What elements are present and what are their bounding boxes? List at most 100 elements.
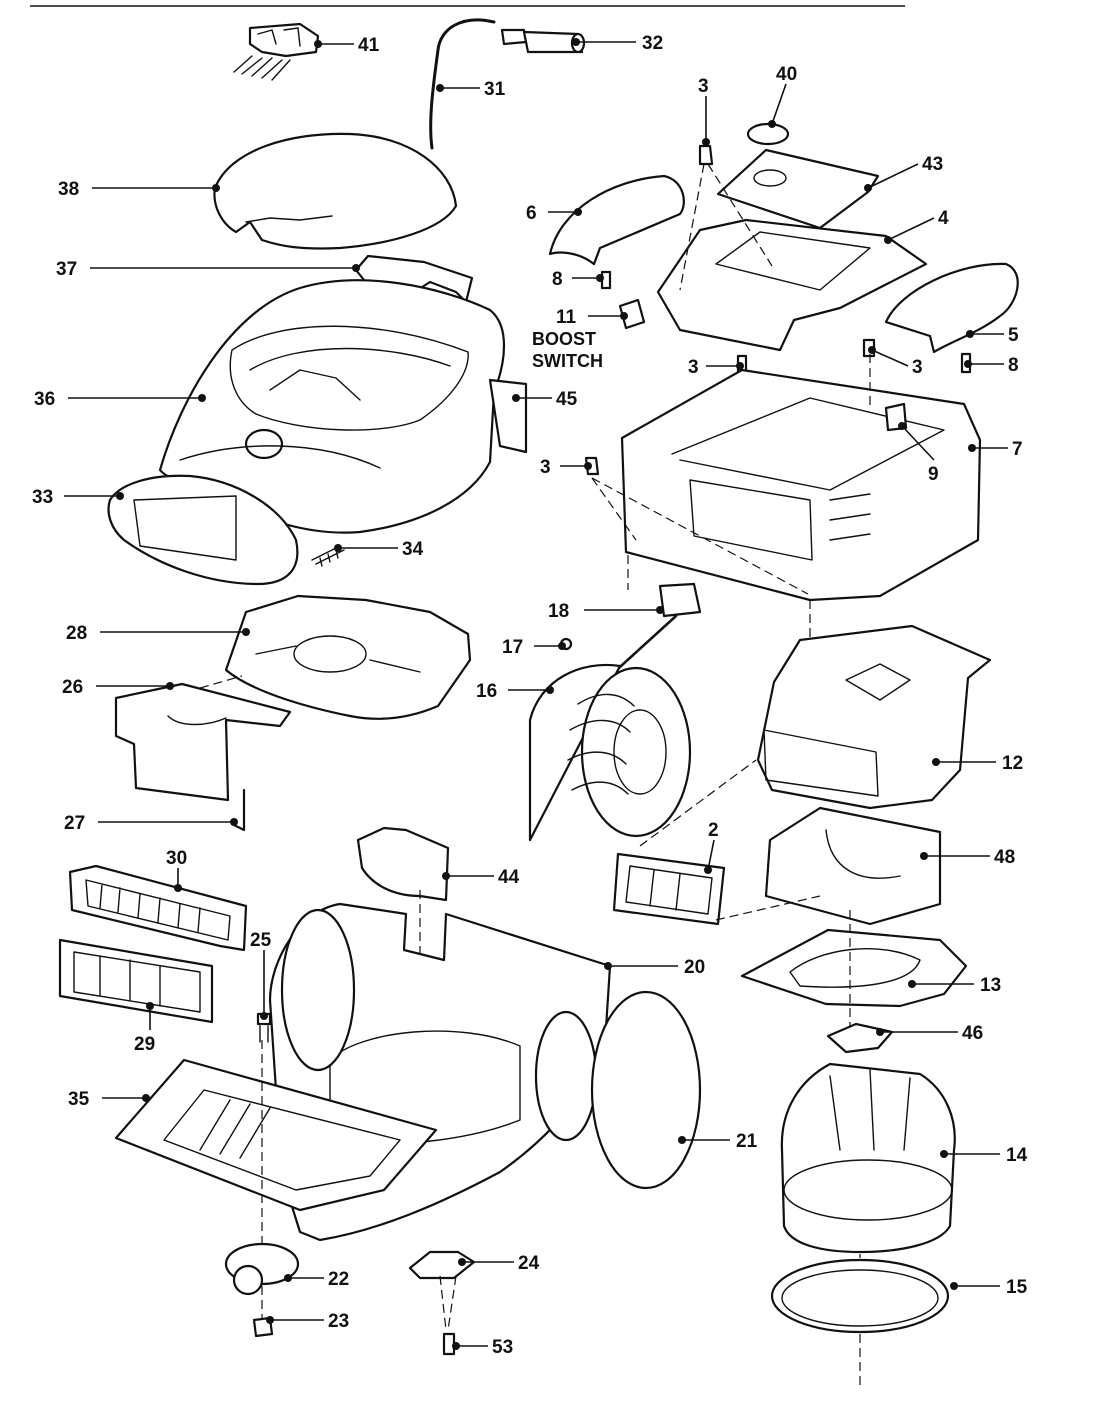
part-30-filter xyxy=(68,864,248,952)
part-14-motor xyxy=(780,1062,956,1254)
callout-11: 11 xyxy=(556,307,628,328)
callout-8-right: 8 xyxy=(964,355,1019,376)
svg-text:36: 36 xyxy=(34,389,55,410)
svg-text:16: 16 xyxy=(476,681,497,702)
svg-text:20: 20 xyxy=(684,957,705,978)
svg-text:2: 2 xyxy=(708,820,719,841)
svg-text:43: 43 xyxy=(922,154,943,175)
part-22-caster xyxy=(224,1242,300,1296)
part-41-connector xyxy=(233,22,320,81)
callout-4: 4 xyxy=(884,208,949,244)
part-26-bracket xyxy=(114,682,292,802)
svg-text:7: 7 xyxy=(1012,439,1023,460)
svg-text:22: 22 xyxy=(328,1269,349,1290)
svg-text:25: 25 xyxy=(250,930,272,951)
boost-switch-label-line2: SWITCH xyxy=(532,351,603,371)
callout-46: 46 xyxy=(876,1023,983,1044)
callout-43: 43 xyxy=(864,154,943,192)
callout-25: 25 xyxy=(250,930,272,1020)
callout-30: 30 xyxy=(166,848,187,892)
svg-text:48: 48 xyxy=(994,847,1015,868)
callout-17: 17 xyxy=(502,637,566,658)
callout-48: 48 xyxy=(920,847,1015,868)
callout-13: 13 xyxy=(908,975,1001,996)
svg-text:14: 14 xyxy=(1006,1145,1028,1166)
part-32-plug xyxy=(500,28,586,54)
part-5-side-cover xyxy=(884,262,1019,354)
svg-text:5: 5 xyxy=(1008,325,1019,346)
callout-8-left: 8 xyxy=(552,269,604,290)
svg-text:31: 31 xyxy=(484,79,506,100)
svg-text:13: 13 xyxy=(980,975,1001,996)
part-45-panel xyxy=(488,378,528,454)
svg-text:34: 34 xyxy=(402,539,424,560)
part-33-front-grille xyxy=(107,474,299,586)
part-18-connector xyxy=(608,582,702,678)
svg-text:3: 3 xyxy=(540,457,551,478)
callout-18: 18 xyxy=(548,601,664,622)
callout-20: 20 xyxy=(604,957,705,978)
svg-text:40: 40 xyxy=(776,64,797,85)
svg-text:6: 6 xyxy=(526,203,537,224)
callout-12: 12 xyxy=(932,753,1023,774)
part-31-wire xyxy=(429,18,496,150)
svg-text:37: 37 xyxy=(56,259,77,280)
callout-53: 53 xyxy=(452,1337,513,1358)
boost-switch-label-line1: BOOST xyxy=(532,329,596,349)
callout-22: 22 xyxy=(284,1269,349,1290)
part-35-tray xyxy=(114,1058,438,1212)
part-12-motor-cover xyxy=(756,624,992,810)
svg-text:3: 3 xyxy=(698,76,709,97)
svg-text:53: 53 xyxy=(492,1337,513,1358)
assembly-lines xyxy=(199,163,871,1385)
svg-text:9: 9 xyxy=(928,464,939,485)
callout-33: 33 xyxy=(32,487,124,508)
svg-text:11: 11 xyxy=(556,307,577,328)
part-38-top-cover xyxy=(213,132,458,250)
callout-3-right: 3 xyxy=(868,346,923,378)
svg-text:27: 27 xyxy=(64,813,85,834)
callout-28: 28 xyxy=(66,623,250,644)
callout-2: 2 xyxy=(704,820,719,874)
svg-text:33: 33 xyxy=(32,487,53,508)
callout-5: 5 xyxy=(966,325,1019,346)
svg-text:32: 32 xyxy=(642,33,663,54)
callout-41: 41 xyxy=(314,35,380,56)
svg-text:41: 41 xyxy=(358,35,380,56)
part-28-bag-holder xyxy=(224,594,472,720)
callout-3-left: 3 xyxy=(540,457,592,478)
part-43-plate xyxy=(716,148,880,230)
svg-text:24: 24 xyxy=(518,1253,540,1274)
part-13-gasket xyxy=(740,928,968,1008)
part-21-wheel xyxy=(534,990,702,1190)
part-7-chassis xyxy=(620,368,982,602)
svg-text:29: 29 xyxy=(134,1034,155,1055)
callout-44: 44 xyxy=(442,867,520,888)
part-4-top-frame xyxy=(656,218,928,352)
svg-text:38: 38 xyxy=(58,179,79,200)
svg-text:30: 30 xyxy=(166,848,187,869)
callout-29: 29 xyxy=(134,1002,155,1055)
svg-text:8: 8 xyxy=(1008,355,1019,376)
part-53-screw xyxy=(442,1332,456,1356)
callout-26: 26 xyxy=(62,677,174,698)
svg-text:4: 4 xyxy=(938,208,949,229)
part-16-cord-reel xyxy=(528,663,692,842)
callout-3-top: 3 xyxy=(698,76,710,146)
part-48-seal-housing xyxy=(764,806,942,926)
callout-3-mid: 3 xyxy=(688,357,744,378)
svg-text:26: 26 xyxy=(62,677,83,698)
callout-15: 15 xyxy=(950,1277,1028,1298)
callout-27: 27 xyxy=(64,813,238,834)
callout-24: 24 xyxy=(458,1253,540,1274)
callout-16: 16 xyxy=(476,681,554,702)
svg-text:44: 44 xyxy=(498,867,520,888)
svg-text:35: 35 xyxy=(68,1089,90,1110)
callout-40: 40 xyxy=(768,64,797,128)
svg-text:12: 12 xyxy=(1002,753,1023,774)
callout-32: 32 xyxy=(572,33,663,54)
svg-text:28: 28 xyxy=(66,623,87,644)
svg-text:45: 45 xyxy=(556,389,578,410)
